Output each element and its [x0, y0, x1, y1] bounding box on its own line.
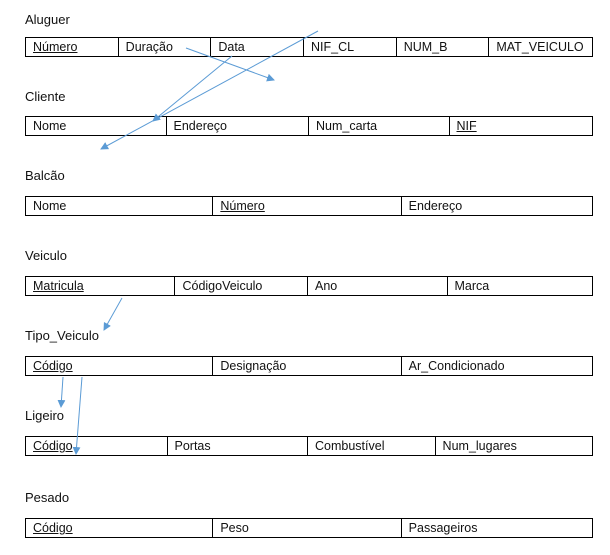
table-tipo-veiculo: Código Designação Ar_Condicionado	[25, 356, 593, 376]
table-cell: Peso	[213, 519, 402, 537]
table-cell: MAT_VEICULO	[496, 40, 584, 54]
table-cell: Combustível	[308, 437, 436, 455]
arrow-codigo-to-ligeiro-codigo	[72, 376, 83, 455]
table-title-tipo-veiculo: Tipo_Veiculo	[25, 328, 99, 343]
table-cell: Passageiros	[408, 521, 478, 535]
table-cell: NUM_B	[397, 38, 490, 56]
arrow-codigo-to-ligeiro-title	[57, 376, 66, 408]
arrow-veiculo-to-tipo	[103, 297, 123, 331]
table-title-ligeiro: Ligeiro	[25, 408, 65, 423]
table-ligeiro: Código Portas Combustível Num_lugares	[25, 436, 593, 456]
table-cell: Código	[26, 519, 214, 537]
table-cell: Matricula	[26, 277, 176, 295]
table-cell: Código	[26, 437, 168, 455]
table-cell: Endereço	[408, 199, 463, 213]
arrow-data-to-cliente	[152, 55, 233, 122]
table-title-aluguer: Aluguer	[25, 12, 70, 27]
table-cell: Marca	[454, 279, 490, 293]
table-cell: NIF_CL	[304, 38, 397, 56]
table-cell: Ano	[308, 277, 448, 295]
table-title-balcao: Balcão	[25, 168, 65, 183]
table-cell: CódigoVeiculo	[175, 277, 308, 295]
table-cell: Ar_Condicionado	[408, 359, 505, 373]
table-cell: Data	[211, 38, 305, 56]
table-cell: Num_carta	[309, 117, 450, 135]
table-cell: Nome	[26, 197, 214, 215]
table-aluguer: Número Duração Data NIF_CL NUM_B MAT_VEI…	[25, 37, 593, 57]
table-title-pesado: Pesado	[25, 490, 70, 505]
table-cell: Nome	[26, 117, 167, 135]
table-balcao: Nome Número Endereço	[25, 196, 593, 216]
table-cell: Endereço	[167, 117, 309, 135]
arrow-nifcl-to-cliente	[100, 30, 319, 150]
table-cell: Designação	[213, 357, 402, 375]
table-title-cliente: Cliente	[25, 89, 66, 104]
table-pesado: Código Peso Passageiros	[25, 518, 593, 538]
table-title-veiculo: Veiculo	[25, 248, 67, 263]
table-cliente: Nome Endereço Num_carta NIF	[25, 116, 593, 136]
table-cell: NIF	[456, 119, 477, 133]
table-cell: Número	[213, 197, 402, 215]
table-cell: Código	[26, 357, 214, 375]
table-cell: Num_lugares	[442, 439, 517, 453]
arrow-duracao-to-right	[185, 47, 275, 82]
table-cell: Número	[26, 38, 119, 56]
table-cell: Duração	[119, 38, 212, 56]
table-veiculo: Matricula CódigoVeiculo Ano Marca	[25, 276, 593, 296]
table-cell: Portas	[168, 437, 308, 455]
